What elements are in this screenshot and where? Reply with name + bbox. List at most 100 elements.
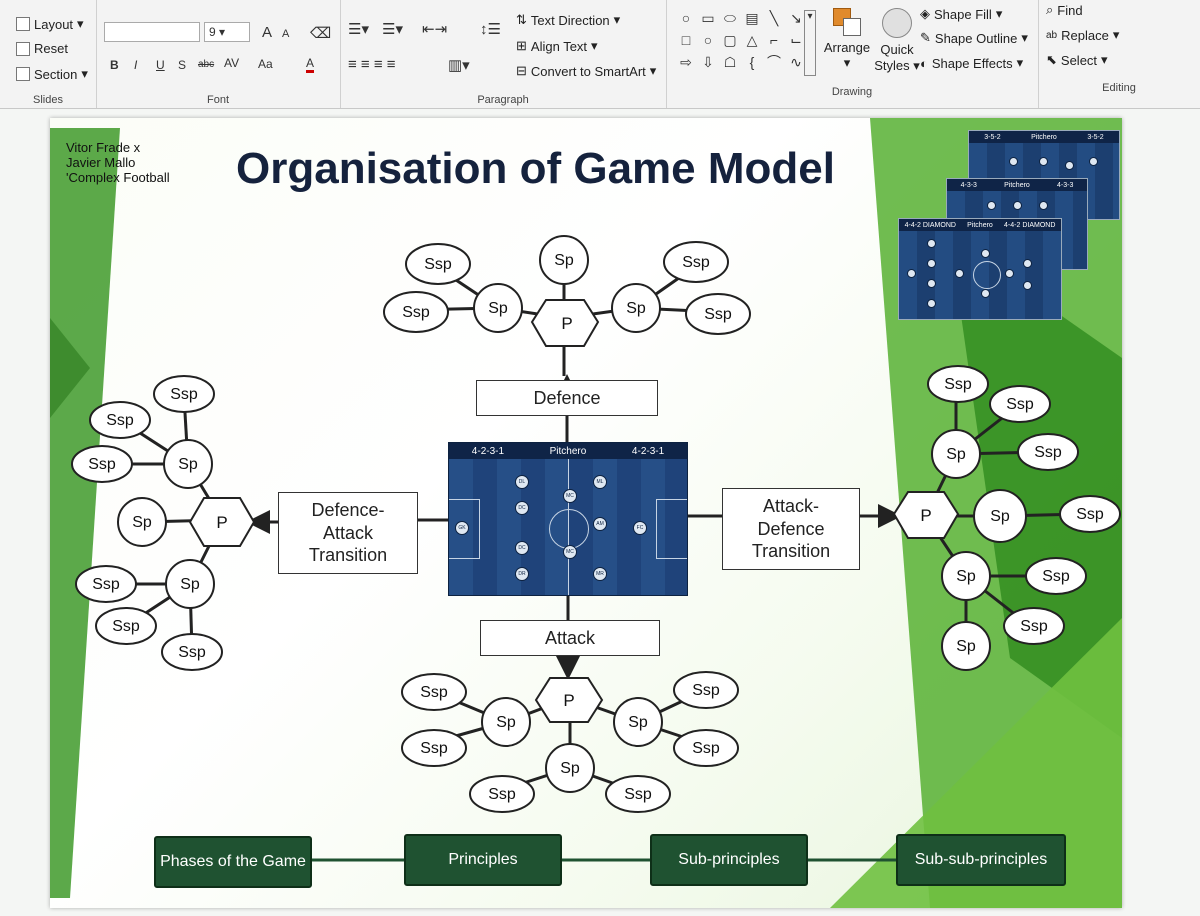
select-button[interactable]: ⬉Select▾ [1046, 52, 1108, 68]
convert-smartart-button[interactable]: ⊟Convert to SmartArt▾ [516, 63, 657, 79]
principle-node[interactable]: P [563, 691, 575, 710]
section-button[interactable]: Section▾ [16, 66, 88, 82]
sub-sub-principle-node[interactable]: Ssp [692, 740, 720, 757]
font-size-combo[interactable]: 9 ▾ [204, 22, 250, 42]
find-button[interactable]: ⌕Find [1046, 2, 1083, 18]
legend-principles[interactable]: Principles [404, 834, 562, 886]
rect-shape-icon[interactable]: ▭ [701, 10, 715, 26]
sub-sub-principle-node[interactable]: Ssp [1020, 618, 1048, 635]
shape-outline-button[interactable]: ✎Shape Outline▾ [920, 30, 1028, 46]
sub-principle-node[interactable]: Sp [178, 456, 198, 473]
sub-principle-node[interactable]: Sp [956, 638, 976, 655]
line-spacing-icon[interactable]: ↕☰ [480, 21, 501, 38]
principle-node[interactable]: P [920, 506, 932, 525]
sub-sub-principle-node[interactable]: Ssp [92, 576, 120, 593]
oval-shape-icon[interactable]: ○ [703, 32, 713, 48]
defence-box[interactable]: Defence [476, 380, 658, 416]
underline-button[interactable]: U [156, 58, 165, 72]
sub-sub-principle-node[interactable]: Ssp [106, 412, 134, 429]
font-color-button[interactable]: A [306, 56, 315, 73]
sub-sub-principle-node[interactable]: Ssp [88, 456, 116, 473]
sub-sub-principle-node[interactable]: Ssp [1034, 444, 1062, 461]
oval-shape-icon[interactable]: ○ [681, 10, 691, 26]
sub-principle-node[interactable]: Sp [628, 714, 648, 731]
grow-font-button[interactable]: A [262, 24, 273, 41]
text-direction-button[interactable]: ⇅Text Direction▾ [516, 12, 621, 28]
sub-sub-principle-node[interactable]: Ssp [682, 254, 710, 271]
attack-defence-transition-box[interactable]: Attack- Defence Transition [722, 488, 860, 570]
layout-button[interactable]: Layout▾ [16, 16, 84, 32]
numbering-icon[interactable]: ☰▾ [382, 21, 403, 38]
clear-format-icon[interactable]: ⌫ [310, 25, 332, 42]
sub-principle-node[interactable]: Sp [554, 252, 574, 269]
strikethrough-button[interactable]: abc [198, 59, 215, 70]
sub-principle-node[interactable]: Sp [496, 714, 516, 731]
sub-sub-principle-node[interactable]: Ssp [1006, 396, 1034, 413]
arrange-button[interactable]: Arrange▾ [822, 8, 872, 71]
oval-shape-icon[interactable]: ⬭ [724, 10, 736, 26]
sub-sub-principle-node[interactable]: Ssp [112, 618, 140, 635]
align-left-icon[interactable]: ≡ ≡ ≡ ≡ [348, 56, 396, 73]
more-shapes-button[interactable]: ▾ [804, 10, 816, 76]
sub-principle-node[interactable]: Sp [956, 568, 976, 585]
sub-sub-principle-node[interactable]: Ssp [178, 644, 206, 661]
columns-icon[interactable]: ▥▾ [448, 57, 470, 74]
textbox-shape-icon[interactable]: ▤ [745, 10, 759, 26]
principle-node[interactable]: P [561, 314, 573, 333]
connector-shape-icon[interactable]: ⌐ [769, 32, 779, 48]
sub-sub-principle-node[interactable]: Ssp [420, 684, 448, 701]
sub-sub-principle-node[interactable]: Ssp [488, 786, 516, 803]
triangle-shape-icon[interactable]: △ [746, 32, 758, 48]
change-case-button[interactable]: Aa [258, 57, 273, 71]
freeform-shape-icon[interactable]: ☖ [723, 54, 737, 70]
sub-sub-principle-node[interactable]: Ssp [420, 740, 448, 757]
right-arrow-shape-icon[interactable]: ⇨ [680, 54, 692, 70]
slide-canvas[interactable]: Vitor Frade x Javier Mallo 'Complex Foot… [50, 118, 1122, 908]
curve-shape-icon[interactable]: ⌒ [767, 54, 781, 70]
connector-shape-icon[interactable]: ⌙ [790, 32, 802, 48]
sub-principle-node[interactable]: Sp [560, 760, 580, 777]
down-arrow-shape-icon[interactable]: ⇩ [702, 54, 714, 70]
sub-principle-node[interactable]: Sp [626, 300, 646, 317]
sub-sub-principle-node[interactable]: Ssp [692, 682, 720, 699]
shapes-gallery[interactable]: ○ ▭ ⬭ ▤ ╲ ↘ □ ○ ▢ △ ⌐ ⌙ ⇨ ⇩ ☖ { ⌒ ∿ [676, 8, 802, 74]
font-name-combo[interactable] [104, 22, 200, 42]
sub-sub-principle-node[interactable]: Ssp [704, 306, 732, 323]
sub-sub-principle-node[interactable]: Ssp [424, 256, 452, 273]
line-shape-icon[interactable]: ╲ [769, 10, 779, 26]
bullets-icon[interactable]: ☰▾ [348, 21, 369, 38]
sub-principle-node[interactable]: Sp [488, 300, 508, 317]
sub-principle-node[interactable]: Sp [990, 508, 1010, 525]
brace-shape-icon[interactable]: { [749, 54, 755, 70]
sub-sub-principle-node[interactable]: Ssp [944, 376, 972, 393]
curve-shape-icon[interactable]: ∿ [790, 54, 802, 70]
sub-sub-principle-node[interactable]: Ssp [1042, 568, 1070, 585]
shadow-button[interactable]: S [178, 58, 187, 72]
defence-attack-transition-box[interactable]: Defence- Attack Transition [278, 492, 418, 574]
rect-shape-icon[interactable]: □ [681, 32, 691, 48]
sub-sub-principle-node[interactable]: Ssp [170, 386, 198, 403]
align-text-button[interactable]: ⊞Align Text▾ [516, 38, 598, 54]
legend-sub-principles[interactable]: Sub-principles [650, 834, 808, 886]
indent-icon[interactable]: ⇤⇥ [422, 21, 448, 38]
shape-effects-button[interactable]: ◐Shape Effects▾ [920, 55, 1024, 71]
shrink-font-button[interactable]: A [282, 28, 290, 40]
principle-node[interactable]: P [216, 513, 228, 532]
bold-button[interactable]: B [110, 58, 119, 72]
sub-principle-node[interactable]: Sp [180, 576, 200, 593]
italic-button[interactable]: I [134, 58, 138, 72]
char-spacing-button[interactable]: AV [224, 56, 240, 70]
sub-sub-principle-node[interactable]: Ssp [624, 786, 652, 803]
rect-shape-icon[interactable]: ▢ [723, 32, 737, 48]
sub-principle-node[interactable]: Sp [946, 446, 966, 463]
sub-sub-principle-node[interactable]: Ssp [402, 304, 430, 321]
legend-phases-of-the-game[interactable]: Phases of the Game [154, 836, 312, 888]
sub-principle-node[interactable]: Sp [132, 514, 152, 531]
arrow-shape-icon[interactable]: ↘ [790, 10, 802, 26]
attack-box[interactable]: Attack [480, 620, 660, 656]
sub-sub-principle-node[interactable]: Ssp [1076, 506, 1104, 523]
legend-sub-sub-principles[interactable]: Sub-sub-principles [896, 834, 1066, 886]
reset-button[interactable]: Reset [16, 41, 68, 56]
